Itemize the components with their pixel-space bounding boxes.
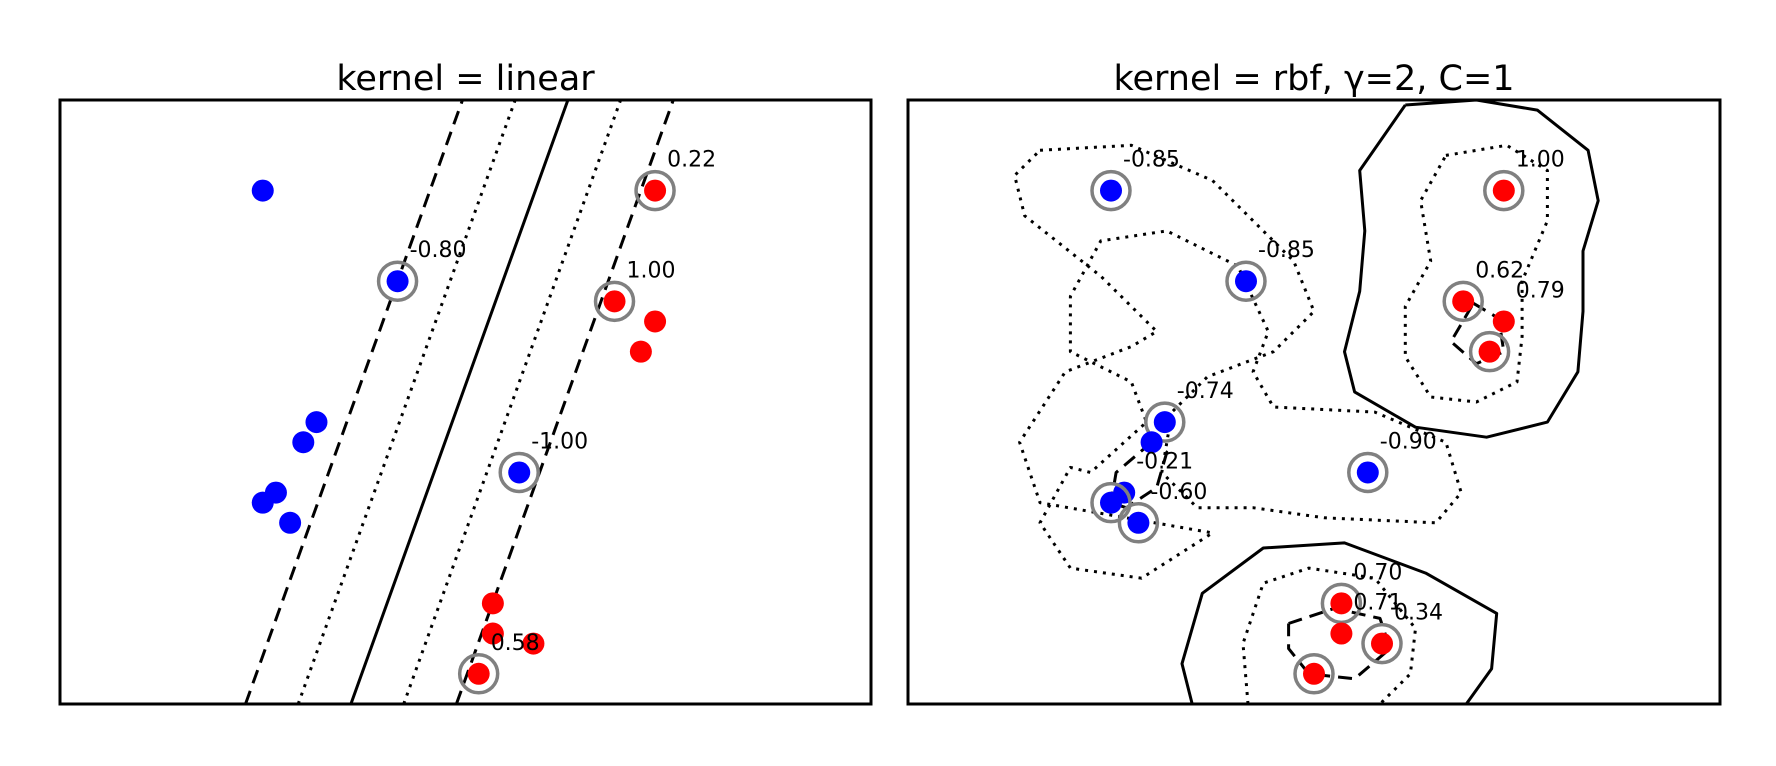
data-point-positive xyxy=(1452,290,1475,313)
support-vector-ring xyxy=(1293,653,1335,695)
support-vector-ring xyxy=(1225,260,1267,302)
point-value-label: 1.00 xyxy=(627,258,676,283)
point-value-label: 0.79 xyxy=(1516,279,1565,304)
data-point-positive xyxy=(1492,179,1515,202)
linear-panel-title: kernel = linear xyxy=(336,59,595,99)
support-vector-ring xyxy=(593,280,636,323)
rbf-plot-frame xyxy=(906,98,1722,706)
data-point-negative xyxy=(1234,270,1257,293)
linear-plot-frame xyxy=(58,98,873,706)
point-value-label: -0.85 xyxy=(1123,148,1180,173)
data-point-negative xyxy=(1100,179,1122,202)
data-point-positive xyxy=(629,340,652,363)
data-point-negative xyxy=(292,431,315,454)
data-point-negative xyxy=(279,511,302,534)
point-value-label: 1.00 xyxy=(1516,148,1565,173)
support-vector-ring xyxy=(376,260,419,302)
data-point-positive xyxy=(1303,662,1325,685)
rbf-panel-title: kernel = rbf, γ=2, C=1 xyxy=(1113,59,1514,99)
decision-contour-dotted-2-0 xyxy=(1403,143,1549,404)
data-point-positive xyxy=(481,592,504,615)
support-vector-ring xyxy=(457,653,500,695)
point-value-label: -0.85 xyxy=(1258,238,1315,263)
point-value-label: 0.71 xyxy=(1353,591,1402,616)
data-point-positive xyxy=(481,622,504,645)
data-point-negative xyxy=(1153,411,1176,434)
rbf-kernel-panel: kernel = rbf, γ=2, C=1 -0.85 -0.85 -0.74 -0… xyxy=(906,59,1722,706)
support-vector-ring xyxy=(1144,401,1186,443)
data-point-positive xyxy=(522,632,545,655)
data-point-positive xyxy=(644,179,667,202)
data-point-negative xyxy=(1100,491,1122,514)
data-point-negative xyxy=(1140,431,1163,454)
data-point-negative xyxy=(251,491,274,514)
point-value-label: 0.34 xyxy=(1394,601,1443,626)
point-value-label: 0.70 xyxy=(1353,560,1402,585)
data-point-positive xyxy=(1330,592,1353,615)
support-vector-ring xyxy=(1090,169,1132,212)
point-value-label: -1.00 xyxy=(531,430,588,455)
point-value-label: -0.21 xyxy=(1136,450,1193,475)
point-value-label: -0.74 xyxy=(1177,379,1234,404)
data-point-negative xyxy=(386,270,409,293)
point-value-label: 0.22 xyxy=(667,148,716,173)
data-point-negative xyxy=(1127,511,1150,534)
decision-contour-solid-2-0 xyxy=(349,100,570,704)
data-point-positive xyxy=(603,290,626,313)
data-point-negative xyxy=(508,461,531,484)
decision-contour-solid-3-1 xyxy=(1180,541,1499,704)
decision-contour-solid-3-0 xyxy=(1343,100,1600,439)
point-value-label: 0.58 xyxy=(491,631,540,656)
data-point-positive xyxy=(1478,340,1501,363)
data-point-positive xyxy=(467,662,490,685)
decision-contour-dashed-0-0 xyxy=(244,100,464,704)
data-point-negative xyxy=(1356,461,1379,484)
linear-kernel-panel: kernel = linear -0.80 -1.00 0.22 1.00 0.58 xyxy=(58,59,873,706)
point-value-label: 0.62 xyxy=(1475,258,1524,283)
data-point-negative xyxy=(305,411,328,434)
data-point-negative xyxy=(251,179,274,202)
support-vector-ring xyxy=(1442,280,1484,323)
point-value-label: -0.90 xyxy=(1380,430,1437,455)
support-vector-ring xyxy=(1347,451,1389,494)
support-vector-ring xyxy=(498,451,540,494)
data-point-positive xyxy=(1330,622,1353,645)
support-vector-ring xyxy=(1117,502,1160,544)
point-value-label: -0.80 xyxy=(410,238,467,263)
data-point-positive xyxy=(644,310,667,333)
data-point-positive xyxy=(1492,310,1515,333)
data-point-positive xyxy=(1371,632,1394,655)
support-vector-ring xyxy=(1361,622,1403,665)
support-vector-ring xyxy=(1090,481,1132,524)
point-value-label: -0.60 xyxy=(1150,480,1207,505)
support-vector-ring xyxy=(634,169,676,212)
support-vector-ring xyxy=(1483,169,1525,212)
support-vector-ring xyxy=(1468,330,1511,373)
support-vector-ring xyxy=(1320,582,1363,625)
